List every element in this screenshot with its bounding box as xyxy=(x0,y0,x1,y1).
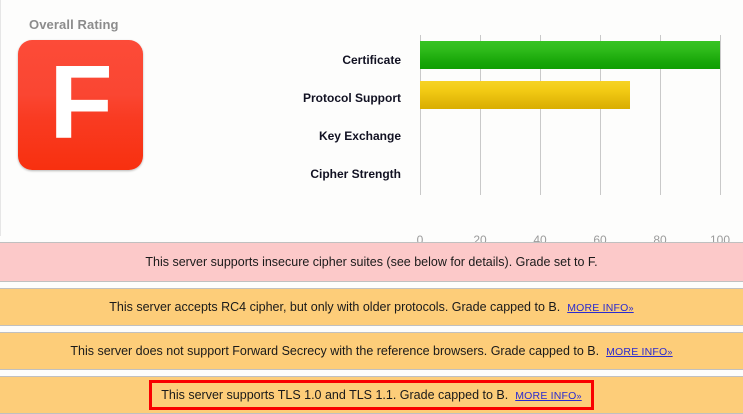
alert-text: This server accepts RC4 cipher, but only… xyxy=(109,300,561,314)
alert-content: This server accepts RC4 cipher, but only… xyxy=(103,297,639,317)
alert-content: This server does not support Forward Sec… xyxy=(64,341,678,361)
alert-row: This server does not support Forward Sec… xyxy=(0,332,743,370)
chevron-right-icon: » xyxy=(667,347,673,357)
chart-gridline xyxy=(480,35,481,195)
alert-content: This server supports insecure cipher sui… xyxy=(139,252,603,272)
alert-text: This server supports TLS 1.0 and TLS 1.1… xyxy=(161,388,509,402)
chart-category-label-1: Protocol Support xyxy=(303,91,401,105)
alert-row: This server supports insecure cipher sui… xyxy=(0,242,743,282)
more-info-label: MORE INFO xyxy=(515,390,577,402)
chart-category-label-3: Cipher Strength xyxy=(310,167,401,181)
chevron-right-icon: » xyxy=(628,303,634,313)
more-info-link[interactable]: MORE INFO» xyxy=(515,390,582,402)
chart-gridline xyxy=(540,35,541,195)
chart-bar-protocol-support xyxy=(420,81,630,109)
more-info-link[interactable]: MORE INFO» xyxy=(606,346,673,358)
chart-x-tick-label: 0 xyxy=(416,233,424,247)
alert-text: This server does not support Forward Sec… xyxy=(70,344,600,358)
alert-row: This server supports TLS 1.0 and TLS 1.1… xyxy=(0,376,743,414)
alert-row: This server accepts RC4 cipher, but only… xyxy=(0,288,743,326)
chevron-right-icon: » xyxy=(576,391,582,401)
overall-rating-label: Overall Rating xyxy=(29,17,119,32)
grade-letter: F xyxy=(49,45,113,161)
chart-gridline xyxy=(720,35,721,195)
overall-grade-badge: F xyxy=(18,40,143,170)
more-info-label: MORE INFO xyxy=(567,302,629,314)
more-info-label: MORE INFO xyxy=(606,346,668,358)
chart-category-label-0: Certificate xyxy=(342,53,401,67)
chart-gridline xyxy=(660,35,661,195)
alert-text: This server supports insecure cipher sui… xyxy=(145,255,598,269)
chart-gridline xyxy=(420,35,421,195)
chart-category-label-2: Key Exchange xyxy=(318,129,401,143)
overall-rating-panel: Overall Rating F Certificate Protocol Su… xyxy=(0,0,741,247)
alert-content-highlighted: This server supports TLS 1.0 and TLS 1.1… xyxy=(149,380,594,410)
chart-gridline xyxy=(600,35,601,195)
chart-bar-certificate xyxy=(420,41,720,69)
score-bar-chart: Certificate Protocol Support Key Exchang… xyxy=(301,0,741,247)
more-info-link[interactable]: MORE INFO» xyxy=(567,302,634,314)
